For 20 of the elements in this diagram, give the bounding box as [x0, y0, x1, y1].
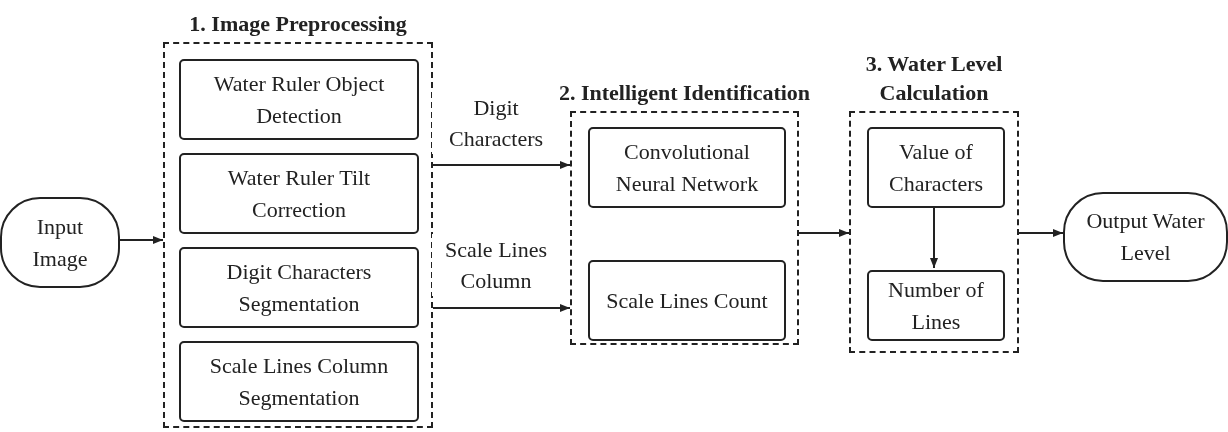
process-box: Number of Lines: [867, 270, 1005, 341]
terminal-box: Input Image: [0, 197, 120, 288]
arrow: [930, 205, 938, 269]
arrow: [798, 229, 850, 237]
process-box: Scale Lines Column Segmentation: [179, 341, 419, 422]
process-box: Scale Lines Count: [588, 260, 786, 341]
process-box: Convolutional Neural Network: [588, 127, 786, 208]
process-box: Water Ruler Tilt Correction: [179, 153, 419, 234]
process-box: Water Ruler Object Detection: [179, 59, 419, 140]
process-box: Digit Characters Segmentation: [179, 247, 419, 328]
group-heading: 2. Intelligent Identification: [557, 79, 812, 107]
terminal-box: Output Water Level: [1063, 192, 1228, 282]
arrow: [432, 304, 571, 312]
arrow: [119, 236, 164, 244]
process-box: Value of Characters: [867, 127, 1005, 208]
group-heading: 1. Image Preprocessing: [188, 10, 408, 38]
arrow: [1018, 229, 1064, 237]
group-heading: 3. Water Level Calculation: [864, 50, 1004, 107]
arrow: [432, 161, 571, 169]
edge-label: Digit Characters: [432, 92, 560, 154]
